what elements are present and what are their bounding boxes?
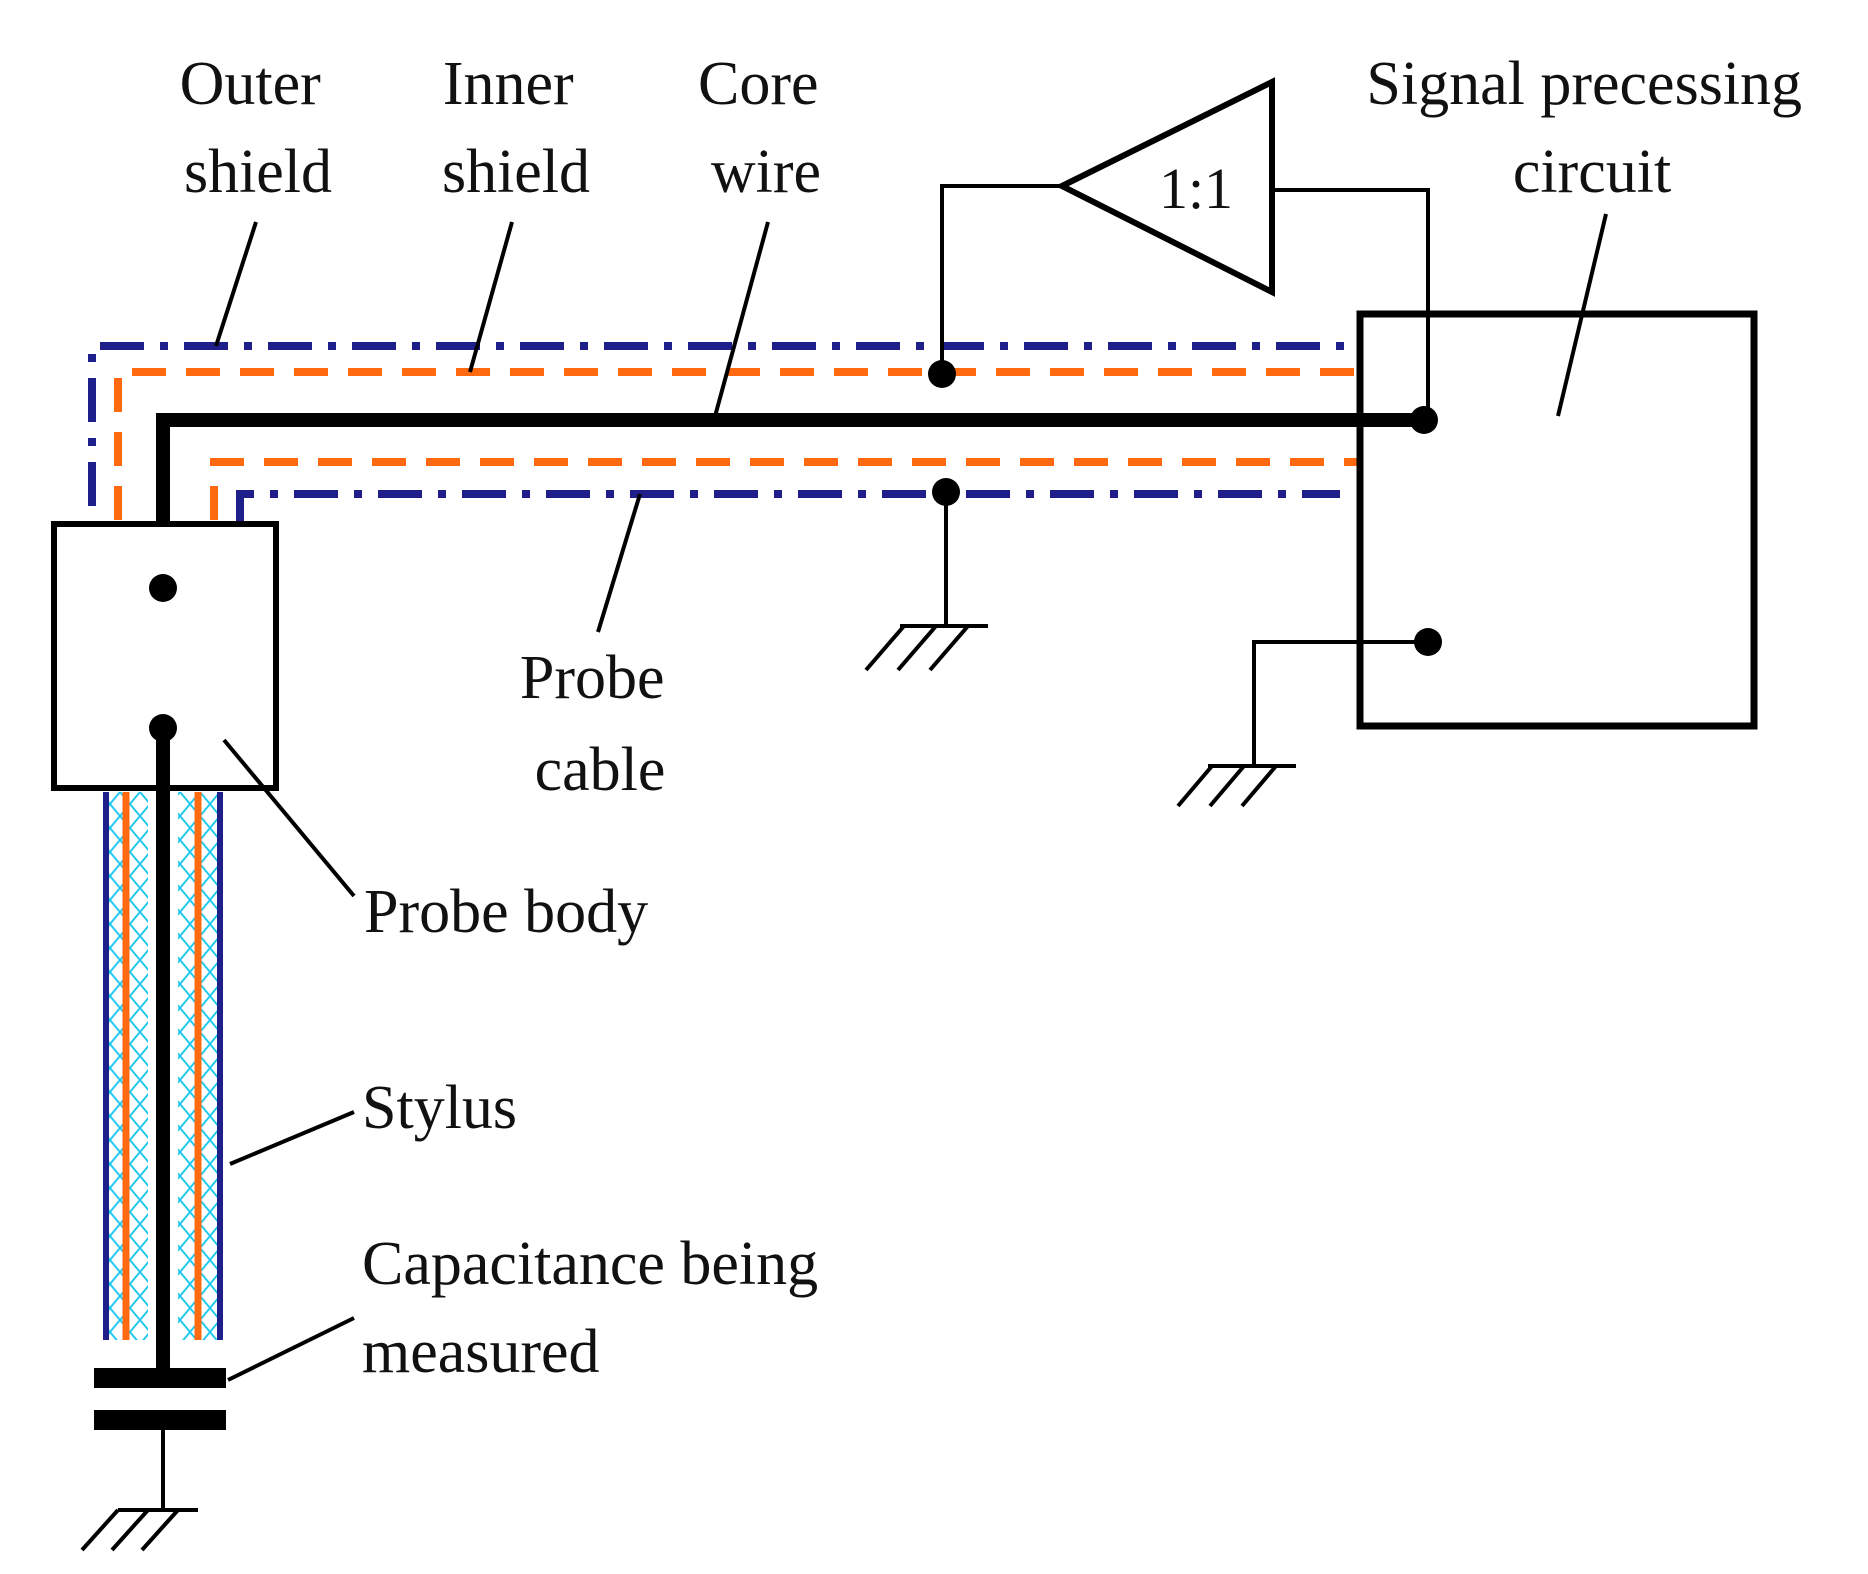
inner-shield-label-line2: shield — [442, 138, 590, 206]
probe-cable-label-line1: Probe — [520, 644, 665, 712]
buffer-output-wire — [940, 184, 1062, 374]
signal-processing-circuit-box — [1356, 310, 1758, 730]
buffer-ratio-label: 1:1 — [1159, 156, 1233, 221]
core-wire-leader — [712, 221, 770, 421]
probe-body-top-node — [149, 574, 177, 602]
stylus — [103, 728, 223, 1376]
outer-shield-leader — [214, 221, 258, 347]
inner-shield-label-line1: Inner — [443, 50, 574, 118]
probe-cable-label-line2: cable — [535, 736, 666, 804]
stylus-label: Stylus — [362, 1074, 517, 1142]
probe-cable-label: Probe cable — [520, 644, 680, 804]
circuit-core-node — [1410, 406, 1438, 434]
core-wire — [156, 413, 1424, 588]
core-wire-label-line1: Core — [698, 50, 819, 118]
outer-shield-label-line1: Outer — [180, 50, 322, 118]
signal-circuit-label: Signal precessing circuit — [1366, 50, 1817, 206]
capacitance-label: Capacitance being measured — [362, 1230, 834, 1386]
outer-shield — [88, 342, 1360, 524]
capacitance-leader — [227, 1316, 355, 1382]
inner-shield-leader — [468, 221, 514, 373]
buffer-input-wire — [1272, 188, 1430, 420]
circuit-ground-symbol — [1176, 764, 1296, 808]
capacitance-label-line1: Capacitance being — [362, 1230, 818, 1298]
core-wire-label-line2: wire — [711, 138, 821, 206]
inner-shield-label: Inner shield — [442, 50, 590, 206]
signal-circuit-leader — [1556, 213, 1608, 417]
outer-shield-label: Outer shield — [180, 50, 337, 206]
outer-shield-ground-symbol — [864, 624, 988, 672]
capacitor — [94, 1368, 226, 1510]
probe-body-leader — [222, 738, 356, 898]
signal-circuit-label-line1: Signal precessing — [1366, 50, 1802, 118]
buffer-amplifier — [1055, 77, 1275, 297]
leader-lines — [214, 213, 1608, 1382]
probe-cable-leader — [596, 493, 642, 633]
capacitor-ground-symbol — [80, 1508, 198, 1552]
outer-shield-label-line2: shield — [184, 138, 332, 206]
core-wire-label: Core wire — [698, 50, 834, 206]
inner-shield-drive-node — [928, 360, 956, 388]
stylus-leader — [229, 1110, 355, 1166]
circuit-ground-wire — [1252, 640, 1428, 766]
signal-circuit-label-line2: circuit — [1513, 138, 1671, 206]
probe-body-label: Probe body — [364, 878, 648, 946]
capacitance-label-line2: measured — [362, 1318, 600, 1386]
